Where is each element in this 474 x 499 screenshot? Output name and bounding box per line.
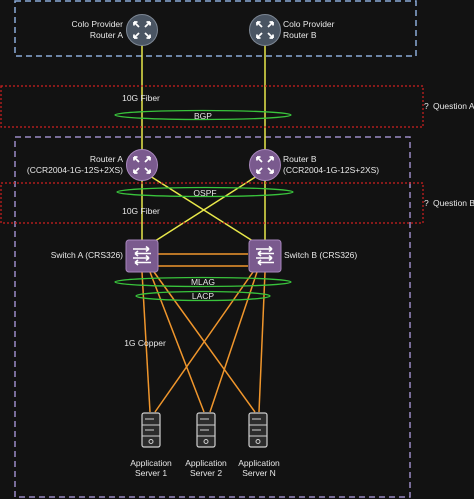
question-b-box <box>0 182 424 224</box>
site-router-b-label-line2: (CCR2004-1G-12S+2XS) <box>283 165 379 175</box>
fiber-lower-label: 10G Fiber <box>122 206 160 216</box>
copper-link-switch-a-to-server-2 <box>149 271 205 413</box>
question-b-label: Question B <box>433 198 474 208</box>
mlag-label: MLAG <box>191 277 215 287</box>
lacp-ellipse <box>135 290 271 302</box>
server-1[interactable] <box>141 412 161 448</box>
bgp-label: BGP <box>194 111 212 121</box>
copper-label: 1G Copper <box>124 338 166 348</box>
ospf-label: OSPF <box>193 188 216 198</box>
site-router-b-label-line1: Router B <box>283 154 317 164</box>
server-icon <box>248 412 268 448</box>
server-2-label-line2: Server 2 <box>190 468 222 478</box>
colo-router-a-label-line1: Colo Provider <box>72 19 124 29</box>
server-2-label-line1: Application <box>185 458 227 468</box>
question-a-label: Question A <box>433 101 474 111</box>
ospf-ellipse <box>116 186 294 198</box>
fiber-link-router-b-to-switch-a <box>151 175 258 244</box>
copper-link-switch-b-to-server-n <box>258 271 266 413</box>
server-2[interactable] <box>196 412 216 448</box>
question-a-box <box>0 85 424 128</box>
switch-a-label: Switch A (CRS326) <box>51 250 123 260</box>
colo-router-b-label-line2: Router B <box>283 30 317 40</box>
copper-link-switch-b-to-server-2 <box>209 271 258 413</box>
server-n-label-line2: Server N <box>242 468 276 478</box>
question-b-marker: ? <box>424 198 429 208</box>
colo-router-a-label-line2: Router A <box>90 30 123 40</box>
site-router-a-label-line2: (CCR2004-1G-12S+2XS) <box>27 165 123 175</box>
site-router-a-label-line1: Router A <box>90 154 123 164</box>
fiber-upper-label: 10G Fiber <box>122 93 160 103</box>
site-router-b[interactable] <box>249 149 281 181</box>
server-n-label-line1: Application <box>238 458 280 468</box>
site-box <box>14 136 411 498</box>
site-router-a[interactable] <box>126 149 158 181</box>
copper-link-switch-a-to-server-1 <box>141 271 151 413</box>
server-1-label-line2: Server 1 <box>135 468 167 478</box>
server-1-label-line1: Application <box>130 458 172 468</box>
bgp-ellipse <box>114 109 292 121</box>
switch-a[interactable] <box>125 239 159 273</box>
colo-router-b-label-line1: Colo Provider <box>283 19 335 29</box>
server-icon <box>141 412 161 448</box>
server-icon <box>196 412 216 448</box>
colo-provider-box <box>14 0 417 57</box>
switch-b[interactable] <box>248 239 282 273</box>
mlag-ellipse <box>114 276 292 288</box>
lacp-label: LACP <box>192 291 215 301</box>
colo-router-a[interactable] <box>126 14 158 46</box>
question-a-marker: ? <box>424 101 429 111</box>
server-n[interactable] <box>248 412 268 448</box>
fiber-link-router-a-to-switch-b <box>149 175 257 244</box>
switch-b-label: Switch B (CRS326) <box>284 250 357 260</box>
copper-link-switch-b-to-server-1 <box>154 271 254 413</box>
colo-router-b[interactable] <box>249 14 281 46</box>
